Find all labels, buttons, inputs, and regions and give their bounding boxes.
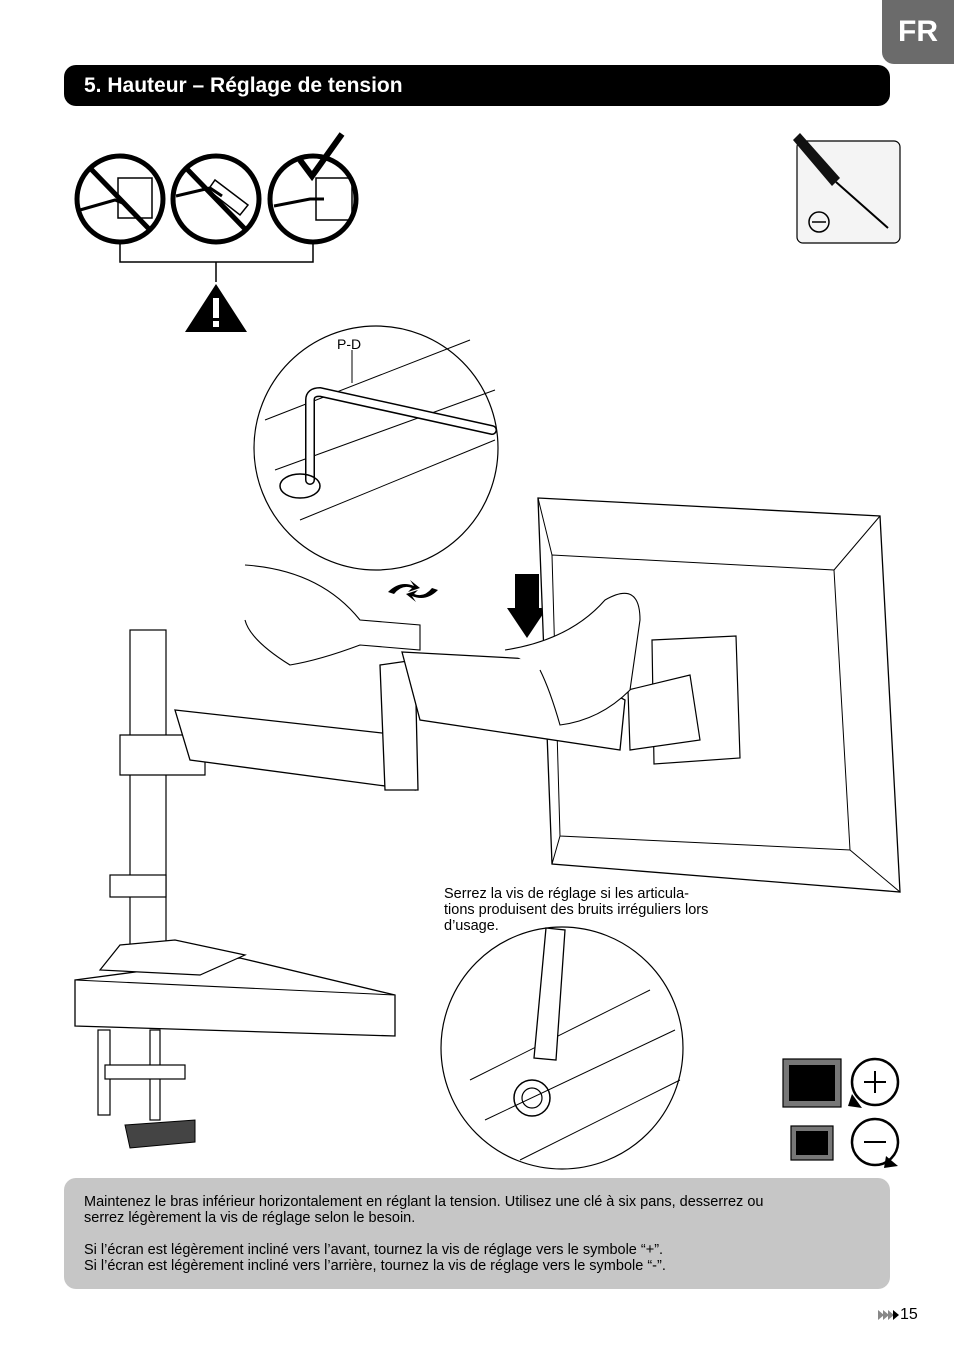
rotate-arrows-icon bbox=[388, 580, 438, 602]
instruction-paragraph-1: Maintenez le bras inférieur horizontalem… bbox=[84, 1194, 764, 1226]
adjustment-caption: Serrez la vis de réglage si les articula… bbox=[444, 886, 709, 934]
desk-clamp-illustration bbox=[74, 939, 396, 1149]
plus-rotate-icon bbox=[782, 1057, 900, 1108]
instruction-paragraph-2: Si l’écran est légèrement incliné vers l… bbox=[84, 1242, 666, 1274]
minus-circle-icon bbox=[808, 211, 830, 233]
checkmark-icon bbox=[297, 132, 345, 182]
language-tab: FR bbox=[882, 0, 954, 64]
screwdriver-icon bbox=[793, 133, 901, 244]
page-arrow-icon bbox=[878, 1310, 899, 1320]
pd-label: P-D bbox=[337, 336, 362, 352]
section-title: 5. Hauteur – Réglage de tension bbox=[64, 65, 890, 106]
detail-circle-bottom bbox=[440, 926, 684, 1170]
warning-icon bbox=[185, 284, 247, 332]
prohibited-icon bbox=[170, 153, 262, 245]
minus-rotate-icon bbox=[790, 1117, 900, 1168]
mount-arm-illustration bbox=[109, 564, 701, 951]
down-arrow-icon bbox=[507, 574, 547, 638]
page-number: 15 bbox=[878, 1306, 918, 1324]
detail-circle-top bbox=[253, 325, 499, 571]
prohibited-icon bbox=[74, 153, 166, 245]
page-number-text: 15 bbox=[900, 1306, 918, 1323]
instruction-box: Maintenez le bras inférieur horizontalem… bbox=[64, 1178, 890, 1289]
correct-position-icon bbox=[267, 132, 359, 245]
